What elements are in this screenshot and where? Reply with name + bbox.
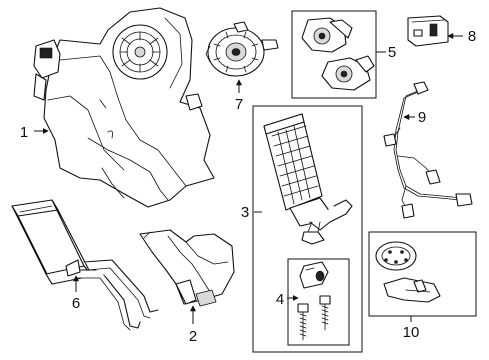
- callout-1: 1: [20, 124, 28, 141]
- air-duct: [139, 229, 235, 307]
- callout-10: 10: [403, 324, 420, 341]
- callout-9: 9: [418, 109, 426, 126]
- heater-core: [263, 113, 353, 245]
- callout-2: 2: [189, 328, 197, 345]
- callout-5: 5: [388, 44, 396, 61]
- valve-box: [287, 258, 350, 346]
- heater-hoses: [11, 199, 159, 331]
- callout-7: 7: [235, 96, 243, 113]
- valve-and-bolts: [297, 261, 331, 341]
- actuator-group: [291, 10, 377, 99]
- fastener-group: [368, 231, 477, 317]
- callout-6: 6: [72, 295, 80, 312]
- fastener-box: [368, 231, 477, 317]
- callout-labels: 1 2 3 4 5 6 7 8 9 10: [20, 28, 476, 345]
- callout-4: 4: [276, 291, 284, 308]
- callout-leaders: [34, 33, 463, 324]
- control-module: [407, 15, 449, 47]
- blower-motor: [205, 21, 279, 77]
- heater-core-box: [252, 105, 363, 353]
- blower-housing: [33, 7, 215, 208]
- callout-3: 3: [241, 204, 249, 221]
- actuator-box: [291, 10, 377, 99]
- callout-8: 8: [468, 28, 476, 45]
- wiring-harness: [383, 81, 473, 219]
- heater-core-group: [252, 105, 363, 353]
